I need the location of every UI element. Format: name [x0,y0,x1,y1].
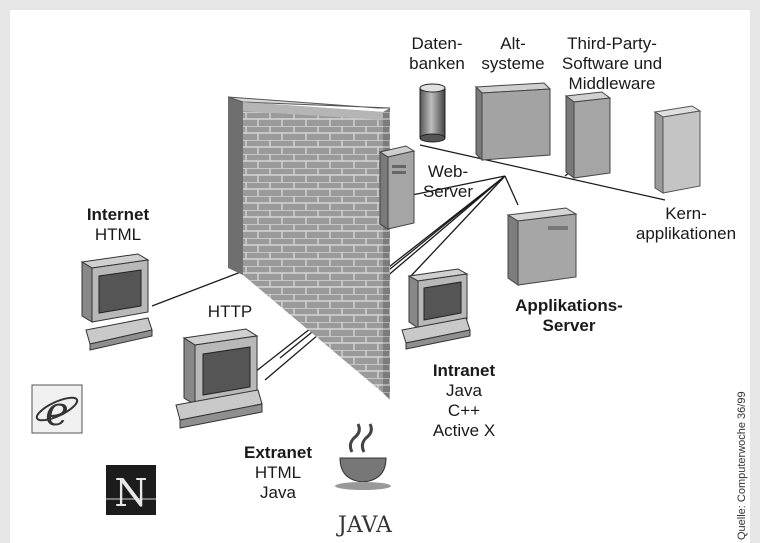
third-party-label: Third-Party- Software und Middleware [561,34,663,93]
http-label: HTTP [207,302,253,321]
database-icon [419,83,446,143]
intranet-link [409,175,506,278]
backbone-line [419,144,666,201]
server-icon [653,105,702,194]
kernapplikationen-label: Kern- applikationen [635,204,737,243]
applikationsserver-label: Applikations- Server [515,296,623,335]
internet-label: Internet HTML [86,205,150,244]
server-icon [506,207,578,286]
internet-explorer-icon: e [31,384,83,435]
source-credit: Quelle: Computerwoche 36/99 [736,391,748,540]
appserver-link [504,175,519,206]
altsysteme-label: Alt- systeme [481,34,545,73]
server-icon [378,145,416,230]
datenbanken-label: Daten- banken [409,34,465,73]
webserver-label: Web- Server [422,162,474,201]
server-icon [474,82,552,162]
computer-icon [80,253,153,351]
svg-text:N: N [114,471,147,515]
computer-icon [175,328,263,429]
computer-icon [401,268,471,350]
server-icon [564,91,612,179]
extranet-label: Extranet HTML Java [243,443,313,502]
intranet-label: Intranet Java C++ Active X [432,361,496,440]
svg-text:e: e [45,389,69,435]
webserver-link [411,175,506,196]
netscape-icon: N [106,465,156,515]
java-icon: JAVA [335,423,393,538]
svg-text:JAVA: JAVA [336,513,393,538]
